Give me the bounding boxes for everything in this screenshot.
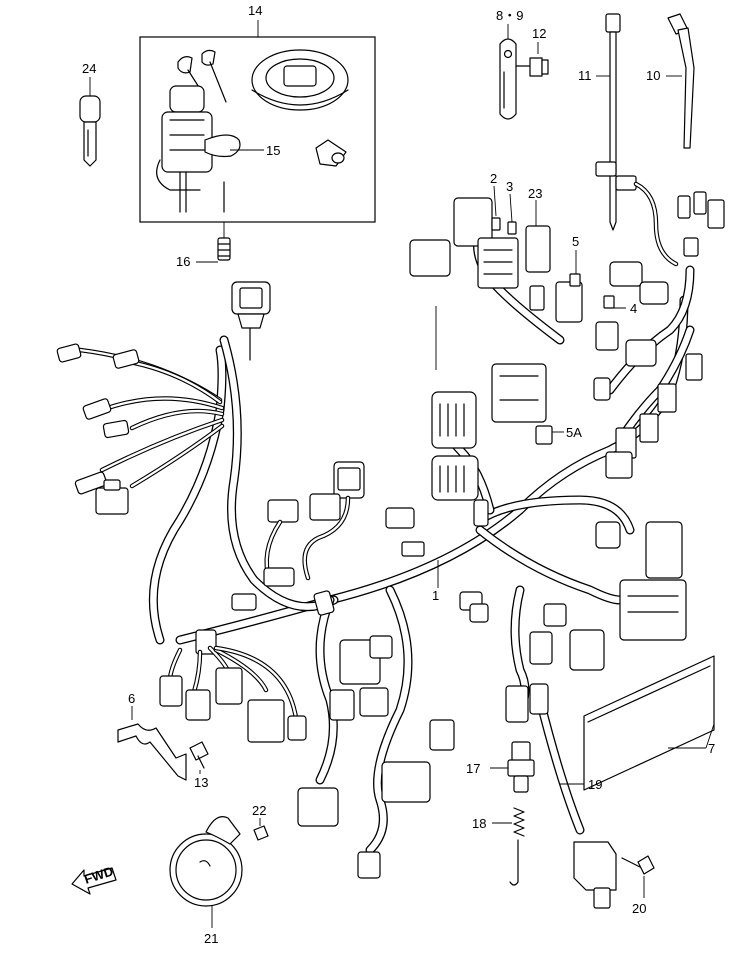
callout-20: 20	[632, 901, 646, 916]
part-13-bolt	[189, 741, 209, 774]
ignition-key-icon	[177, 49, 227, 103]
callout-6: 6	[128, 691, 135, 706]
part-20-bolt	[621, 855, 655, 898]
callout-17: 17	[466, 761, 480, 776]
part-18-spring	[492, 807, 525, 886]
part-14-ignition-lock-set	[139, 20, 376, 223]
lock-barrel-icon	[315, 139, 347, 167]
callout-5: 5	[572, 234, 579, 249]
callout-14: 14	[248, 3, 262, 18]
part-16-screw	[196, 222, 231, 263]
callout-23: 23	[528, 186, 542, 201]
middle-connector-cluster	[231, 461, 455, 879]
part-12-bolt	[515, 42, 549, 77]
right-side-connector-cluster	[459, 521, 687, 723]
callout-22: 22	[252, 803, 266, 818]
callout-8-9: 8・9	[496, 8, 523, 23]
part-7-cover-plate	[583, 655, 715, 791]
part-8-9-bracket	[499, 24, 517, 120]
callout-12: 12	[532, 26, 546, 41]
fwd-direction-arrow: FWD	[71, 863, 117, 895]
callout-2: 2	[490, 171, 497, 186]
callout-10: 10	[646, 68, 660, 83]
callout-24: 24	[82, 61, 96, 76]
part-22-bolt	[253, 818, 269, 841]
callout-15: 15	[266, 143, 280, 158]
callout-5a: 5A	[566, 425, 582, 440]
lower-left-connector-cluster	[159, 645, 307, 743]
callout-19: 19	[588, 777, 602, 792]
callout-1: 1	[432, 588, 439, 603]
upper-right-connector-cluster	[409, 161, 725, 501]
part-17-switch	[490, 741, 535, 793]
callout-11: 11	[578, 68, 592, 83]
callout-16: 16	[176, 254, 190, 269]
callout-labels: 14 8・9 12 11 10 24 15 16 2 3 23 5 4 5A 1…	[82, 3, 715, 946]
left-branch-wires	[56, 281, 271, 515]
callout-4: 4	[630, 301, 637, 316]
part-10-cable-tie	[666, 13, 695, 149]
ignition-switch-body	[156, 85, 241, 213]
part-19-sensor	[560, 783, 617, 909]
callout-3: 3	[506, 179, 513, 194]
part-11-cable-tie	[596, 13, 621, 231]
callout-21: 21	[204, 931, 218, 946]
callout-13: 13	[194, 775, 208, 790]
fuel-cap-icon	[251, 49, 349, 111]
callout-18: 18	[472, 816, 486, 831]
part-21-horn	[169, 816, 243, 928]
callout-7: 7	[708, 741, 715, 756]
part-24-key-icon	[79, 77, 101, 167]
part-6-bracket	[117, 706, 187, 781]
callout-leaders	[435, 185, 626, 433]
